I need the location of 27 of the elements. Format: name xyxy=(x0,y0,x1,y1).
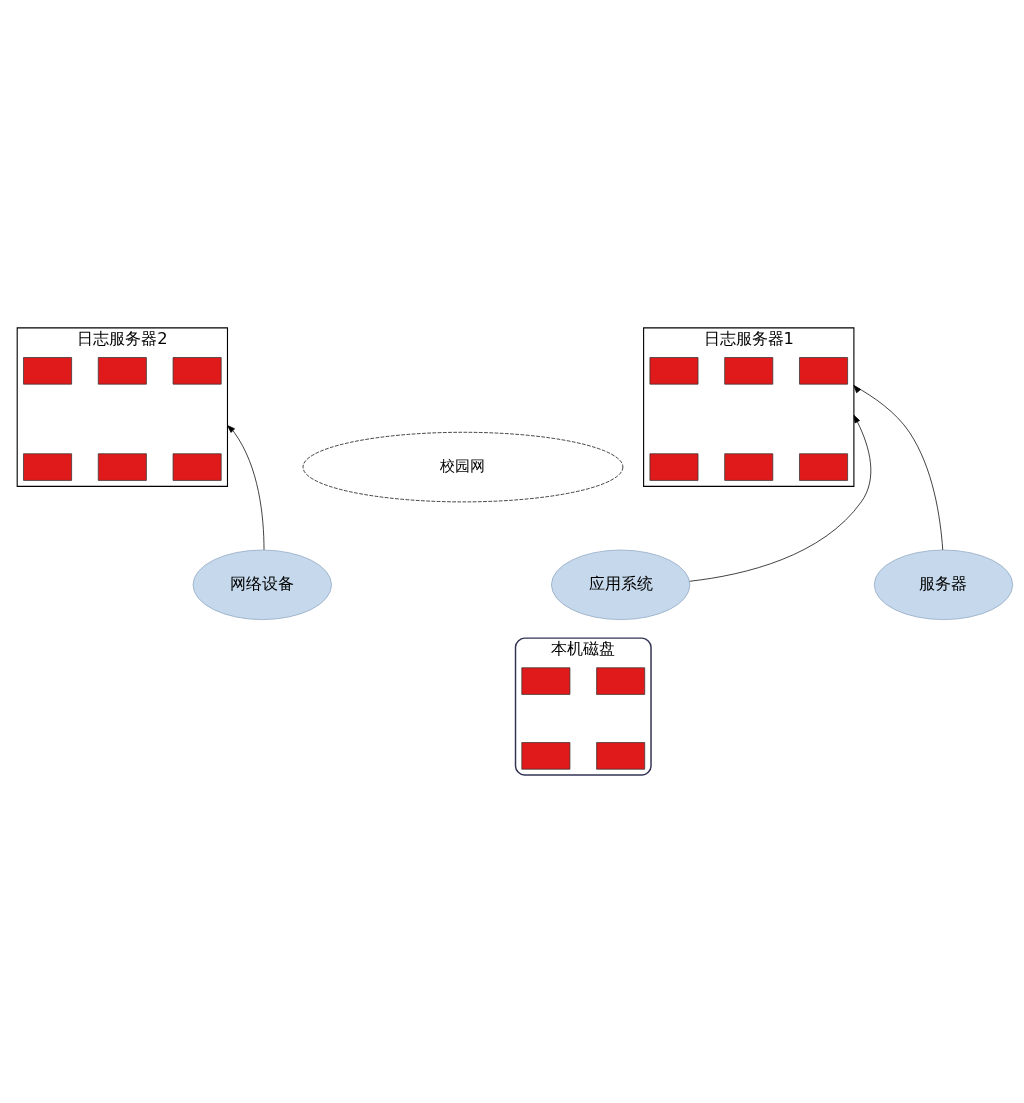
node-box xyxy=(799,357,848,385)
arrow xyxy=(853,385,944,551)
cluster: 日志服务器2 xyxy=(16,327,229,487)
node-box xyxy=(23,453,72,481)
node-box xyxy=(521,667,571,695)
arrow xyxy=(689,414,872,582)
node-box xyxy=(799,453,848,481)
node-box xyxy=(596,742,646,770)
node-box xyxy=(724,357,774,385)
cluster: 日志服务器1 xyxy=(643,327,855,487)
node-ellipse: 应用系统 xyxy=(551,549,691,620)
node-ellipse: 校园网 xyxy=(302,431,624,503)
cluster xyxy=(514,637,652,776)
node-box xyxy=(97,357,147,385)
node-ellipse: 网络设备 xyxy=(192,549,332,620)
node-box xyxy=(97,453,147,481)
node-label: 本机磁盘 xyxy=(551,639,616,659)
node-box xyxy=(172,453,222,481)
node-ellipse: 服务器 xyxy=(873,549,1014,620)
node-box xyxy=(724,453,774,481)
node-box xyxy=(649,453,699,481)
arrow xyxy=(227,425,265,551)
node-box xyxy=(172,357,222,385)
node-box xyxy=(649,357,699,385)
node-box xyxy=(23,357,72,385)
node-box xyxy=(521,742,571,770)
node-box xyxy=(596,667,646,695)
